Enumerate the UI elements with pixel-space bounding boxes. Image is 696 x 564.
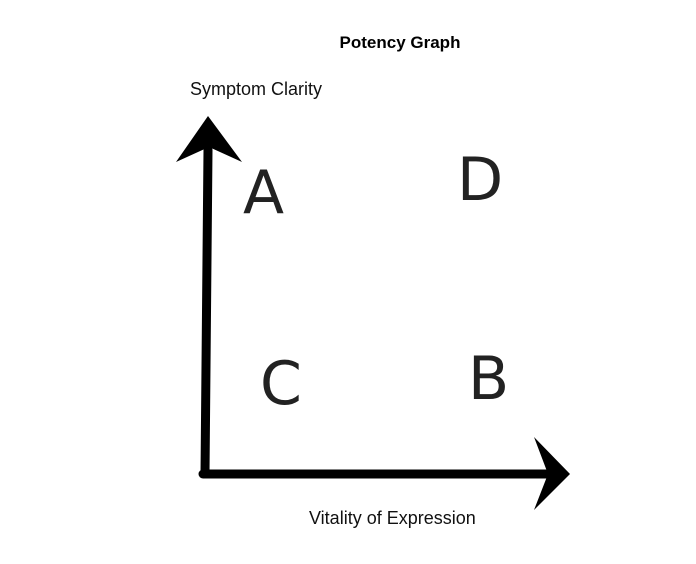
x-axis-label: Vitality of Expression [309, 508, 476, 528]
x-axis-arrowhead [534, 437, 570, 510]
diagram-title: Potency Graph [339, 33, 461, 52]
quadrant-label-d: D [457, 145, 504, 215]
quadrant-label-b: B [468, 344, 510, 414]
y-axis-arrowhead [176, 116, 242, 162]
y-axis-line [200, 145, 213, 479]
quadrant-label-c: C [260, 349, 302, 419]
quadrant-label-a: A [243, 158, 285, 228]
y-axis-label: Symptom Clarity [190, 79, 323, 99]
